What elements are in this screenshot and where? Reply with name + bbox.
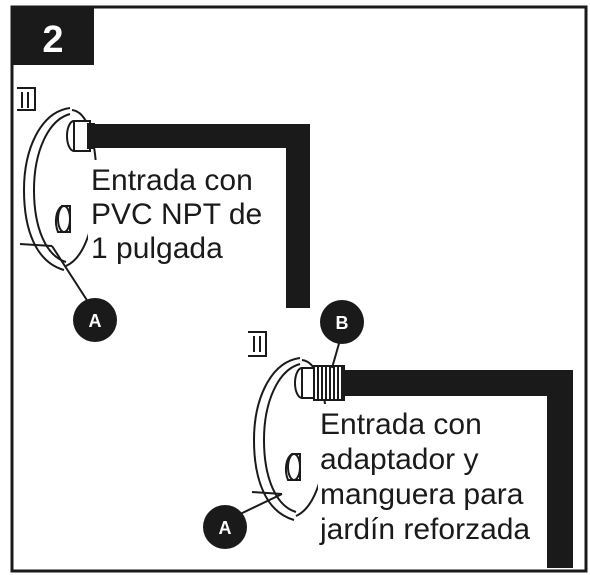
callout-b: [320, 300, 364, 344]
caption-bottom-line-3: manguera para: [320, 478, 524, 511]
caption-top-line-1: Entrada con: [91, 164, 253, 197]
step-badge: [12, 7, 94, 65]
callout-a-bottom-label: A: [219, 518, 232, 538]
callout-a-bottom: [203, 505, 247, 549]
caption-bottom: Entrada con adaptador y manguera para ja…: [318, 404, 546, 550]
caption-bottom-line-4: jardín reforzada: [319, 513, 530, 546]
caption-top-line-3: 1 pulgada: [91, 232, 223, 265]
caption-top-line-2: PVC NPT de: [91, 198, 262, 231]
caption-top: Entrada con PVC NPT de 1 pulgada: [88, 160, 278, 265]
pvc-fitting-top: [66, 120, 95, 152]
callout-a-top-label: A: [89, 311, 102, 331]
pvc-pipe-top: [93, 124, 310, 308]
callout-b-leader: [331, 339, 341, 369]
caption-bottom-line-1: Entrada con: [320, 408, 482, 441]
callout-a-top: [73, 298, 117, 342]
step-number: 2: [42, 19, 63, 61]
reinforced-hose-bottom: [344, 370, 573, 568]
callout-b-label: B: [336, 313, 349, 333]
caption-bottom-line-2: adaptador y: [320, 443, 478, 476]
hose-adapter-bottom: [294, 365, 345, 401]
